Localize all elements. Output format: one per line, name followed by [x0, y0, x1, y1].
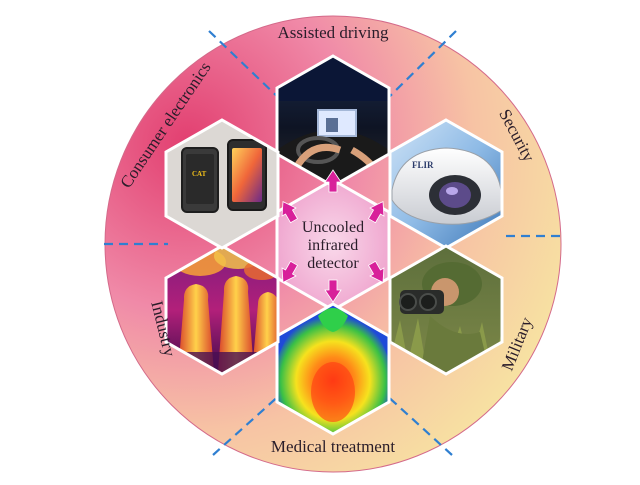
- direction-arrows: [281, 169, 385, 303]
- label-assisted-driving: Assisted driving: [278, 23, 389, 42]
- camera-brand-label: FLIR: [412, 160, 434, 170]
- arrow-down-right-icon: [367, 260, 385, 284]
- center-label-line3: detector: [307, 255, 359, 272]
- arrow-up-right-icon: [367, 200, 385, 224]
- industry-frame: [164, 244, 280, 376]
- divider-industry-medical: [212, 392, 283, 456]
- phone-brand-label: CAT: [192, 170, 207, 178]
- center-label-line2: infrared: [308, 237, 359, 254]
- arrow-up-left-icon: [281, 200, 299, 224]
- label-medical-treatment: Medical treatment: [271, 437, 395, 456]
- arrow-down-left-icon: [281, 260, 299, 284]
- military-frame: [388, 244, 504, 376]
- divider-driving-security: [385, 30, 457, 101]
- center-label-line1: Uncooled: [302, 219, 364, 236]
- arrow-up-icon: [324, 169, 342, 193]
- sector-dividers: [104, 30, 560, 456]
- arrow-down-icon: [324, 279, 342, 303]
- divider-consumer-driving: [208, 30, 282, 101]
- divider-medical-military: [383, 392, 453, 456]
- consumer-electronics-frame: [164, 118, 280, 250]
